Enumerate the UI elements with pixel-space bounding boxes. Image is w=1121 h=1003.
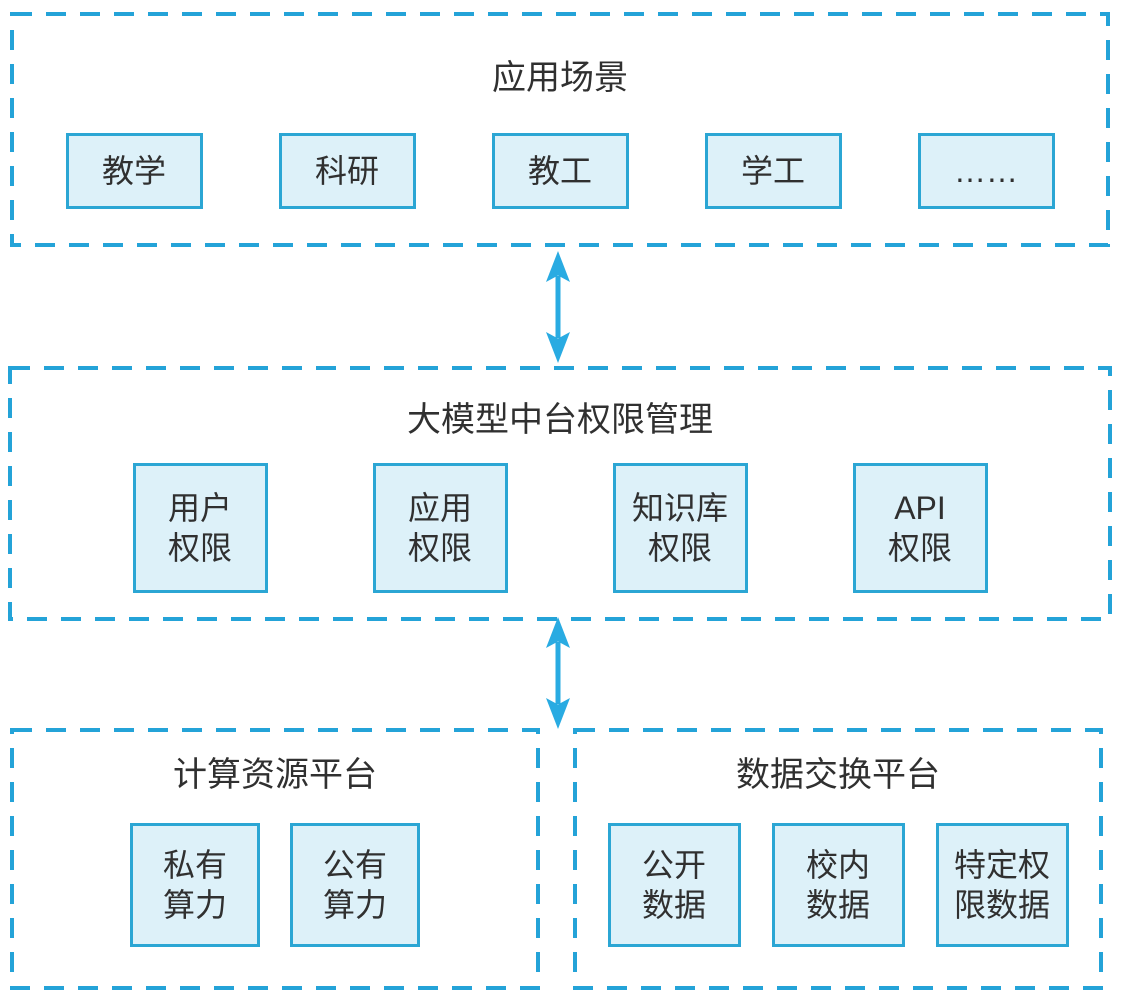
panel-app-scenarios: 应用场景 教学 科研 教工 学工 ……	[10, 12, 1110, 247]
double-arrow-icon-upper	[546, 251, 570, 363]
node-label-line: 公开	[641, 847, 706, 883]
app-scenarios-row: 教学 科研 教工 学工 ……	[10, 133, 1110, 209]
diagram-node-public-data: 公开 数据	[607, 823, 741, 947]
diagram-node-private-compute: 私有 算力	[130, 823, 260, 947]
node-label-line: 权限	[887, 530, 952, 566]
node-label-line: 知识库	[631, 490, 728, 526]
diagram-node-student-affairs: 学工	[704, 133, 842, 209]
node-label-line: 用户	[167, 490, 232, 526]
data-exchange-row: 公开 数据 校内 数据 特定权 限数据	[573, 823, 1103, 947]
permission-row: 用户 权限 应用 权限 知识库 权限 API 权限	[8, 463, 1112, 593]
node-label-line: 校内	[805, 847, 870, 883]
diagram-node-ellipsis: ……	[917, 133, 1055, 209]
diagram-node-knowledge-base-permission: 知识库 权限	[612, 463, 748, 593]
compute-row: 私有 算力 公有 算力	[10, 823, 540, 947]
node-label-line: 数据	[805, 887, 870, 923]
node-label-line: 特定权	[953, 847, 1050, 883]
node-label-line: 限数据	[953, 887, 1050, 923]
node-label-line: 私有	[162, 847, 227, 883]
diagram-node-campus-data: 校内 数据	[771, 823, 905, 947]
diagram-node-faculty: 教工	[491, 133, 629, 209]
node-label: ……	[954, 153, 1018, 189]
dashed-border	[10, 12, 1110, 247]
panel-compute-platform: 计算资源平台 私有 算力 公有 算力	[10, 728, 540, 990]
panel-permission-center: 大模型中台权限管理 用户 权限 应用 权限 知识库 权限 API 权限	[8, 366, 1112, 621]
diagram-node-public-compute: 公有 算力	[290, 823, 420, 947]
node-label: 学工	[740, 153, 805, 189]
diagram-node-teaching: 教学	[65, 133, 203, 209]
node-label-line: 算力	[322, 887, 387, 923]
panel-title-compute-platform: 计算资源平台	[173, 756, 377, 794]
double-arrow-icon-lower	[546, 617, 570, 729]
diagram-node-restricted-data: 特定权 限数据	[935, 823, 1069, 947]
node-label: 教工	[527, 153, 592, 189]
panel-title-data-exchange: 数据交换平台	[736, 756, 940, 794]
diagram-node-research: 科研	[278, 133, 416, 209]
diagram-node-api-permission: API 权限	[852, 463, 988, 593]
node-label-line: 公有	[322, 847, 387, 883]
node-label: 科研	[314, 153, 379, 189]
node-label-line: 权限	[647, 530, 712, 566]
node-label-line: 权限	[167, 530, 232, 566]
node-label-line: API	[894, 490, 946, 526]
node-label-line: 权限	[407, 530, 472, 566]
node-label-line: 算力	[162, 887, 227, 923]
panel-title-app-scenarios: 应用场景	[492, 59, 628, 97]
diagram-node-user-permission: 用户 权限	[132, 463, 268, 593]
panel-data-exchange: 数据交换平台 公开 数据 校内 数据 特定权 限数据	[573, 728, 1103, 990]
node-label: 教学	[101, 153, 166, 189]
node-label-line: 应用	[407, 490, 472, 526]
diagram-node-app-permission: 应用 权限	[372, 463, 508, 593]
panel-title-permission-center: 大模型中台权限管理	[407, 401, 713, 439]
node-label-line: 数据	[641, 887, 706, 923]
